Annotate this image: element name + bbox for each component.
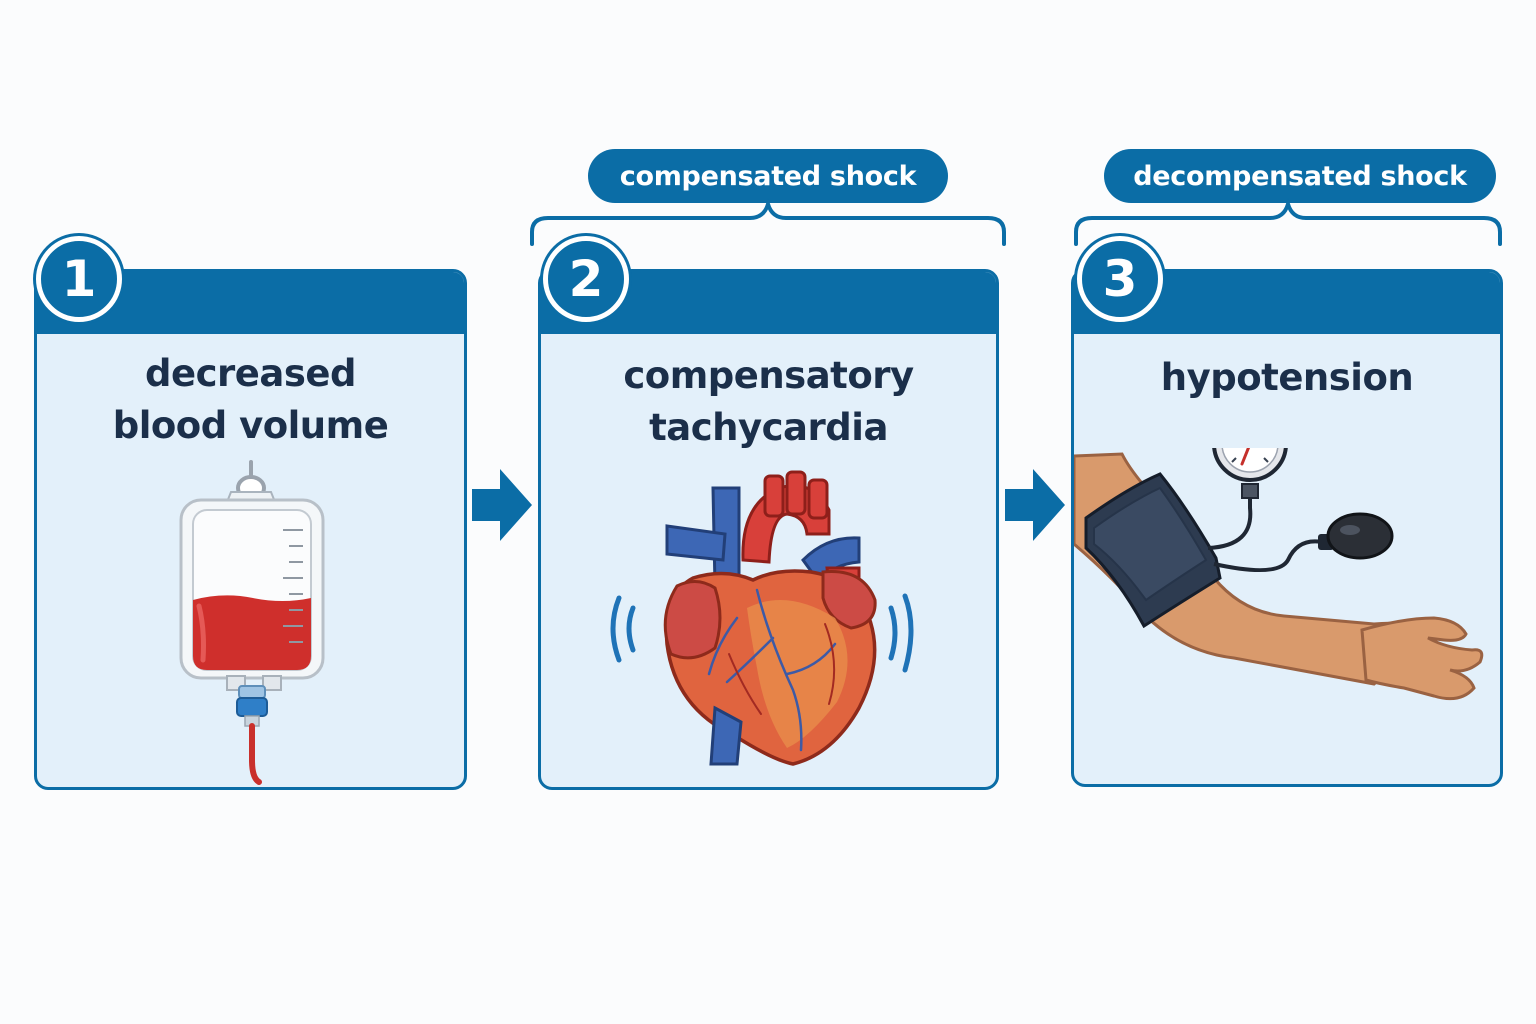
step-3-panel: hypotension xyxy=(1071,269,1503,787)
step-2-title-line1: compensatory xyxy=(623,354,914,397)
step-2-title-line2: tachycardia xyxy=(649,406,888,449)
step-1-title-line2: blood volume xyxy=(112,404,389,447)
step-1-badge: 1 xyxy=(36,236,122,322)
blood-pressure-cuff-icon xyxy=(1074,448,1484,701)
flow-arrow-2 xyxy=(1005,469,1065,541)
compensated-shock-bracket xyxy=(530,198,1006,246)
heart-icon xyxy=(610,470,914,766)
step-2-badge: 2 xyxy=(543,236,629,322)
step-2-panel: compensatory tachycardia xyxy=(538,269,999,790)
step-1-title-line1: decreased xyxy=(145,352,356,395)
step-1-panel: decreased blood volume xyxy=(34,269,467,790)
step-3-badge: 3 xyxy=(1077,236,1163,322)
compensated-shock-label: compensated shock xyxy=(588,149,948,203)
decompensated-shock-bracket xyxy=(1074,198,1502,246)
iv-blood-bag-icon xyxy=(179,460,325,785)
step-3-title-line1: hypotension xyxy=(1160,356,1414,399)
flow-arrow-1 xyxy=(472,469,532,541)
decompensated-shock-label: decompensated shock xyxy=(1104,149,1496,203)
